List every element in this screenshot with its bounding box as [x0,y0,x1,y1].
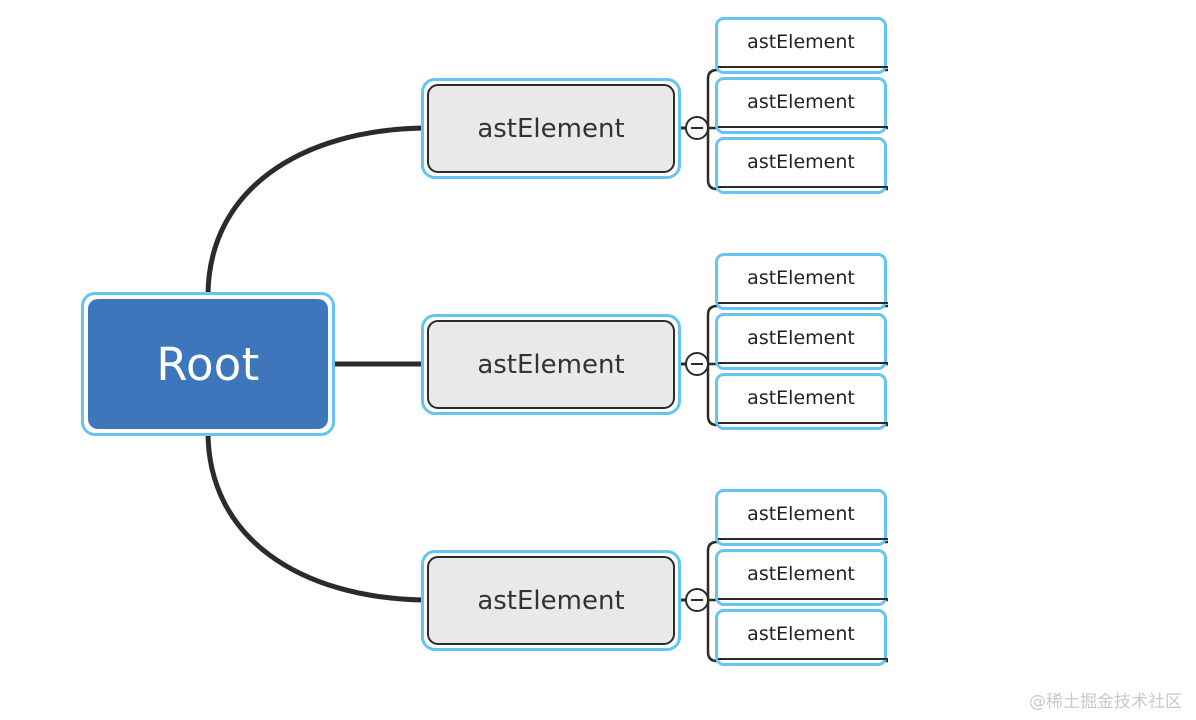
node-leaf-1-3-label: astElement [747,151,855,173]
node-branch-2-body: astElement [427,320,675,409]
node-branch-1-body: astElement [427,84,675,173]
leaf-underline [718,362,888,364]
node-branch-2[interactable]: astElement [421,314,681,415]
leaf-underline [718,126,888,128]
node-leaf-3-3-label: astElement [747,623,855,645]
leaf-underline [718,538,888,540]
leaf-underline [718,186,888,188]
node-leaf-2-1[interactable]: astElement [715,253,888,310]
node-leaf-3-3[interactable]: astElement [715,609,888,666]
node-root-label: Root [156,337,260,391]
leaf-underline [718,658,888,660]
node-leaf-3-2[interactable]: astElement [715,549,888,606]
leaf-underline [718,422,888,424]
edge-root-to-branch-1 [205,125,427,299]
collapse-toggle-icon-branch-1[interactable] [685,116,709,140]
minus-icon [691,127,703,129]
node-branch-1[interactable]: astElement [421,78,681,179]
edge-root-to-branch-3 [205,429,427,603]
node-branch-2-label: astElement [477,349,625,380]
node-root[interactable]: Root [81,292,335,436]
leaf-underline [718,598,888,600]
node-leaf-2-2[interactable]: astElement [715,313,888,370]
node-root-body: Root [88,299,328,429]
collapse-toggle-icon-branch-2[interactable] [685,352,709,376]
minus-icon [691,599,703,601]
node-leaf-3-1-label: astElement [747,503,855,525]
node-leaf-3-2-label: astElement [747,563,855,585]
node-leaf-2-3[interactable]: astElement [715,373,888,430]
watermark: @稀土掘金技术社区 [1029,692,1182,712]
node-branch-1-label: astElement [477,113,625,144]
leaf-underline [718,302,888,304]
node-branch-3-label: astElement [477,585,625,616]
node-branch-3-body: astElement [427,556,675,645]
node-leaf-2-3-label: astElement [747,387,855,409]
node-leaf-1-2-label: astElement [747,91,855,113]
node-leaf-1-1[interactable]: astElement [715,17,888,74]
node-leaf-1-3[interactable]: astElement [715,137,888,194]
node-leaf-3-1[interactable]: astElement [715,489,888,546]
collapse-toggle-icon-branch-3[interactable] [685,588,709,612]
node-leaf-1-2[interactable]: astElement [715,77,888,134]
node-leaf-1-1-label: astElement [747,31,855,53]
node-leaf-2-1-label: astElement [747,267,855,289]
minus-icon [691,363,703,365]
node-branch-3[interactable]: astElement [421,550,681,651]
leaf-underline [718,66,888,68]
node-leaf-2-2-label: astElement [747,327,855,349]
